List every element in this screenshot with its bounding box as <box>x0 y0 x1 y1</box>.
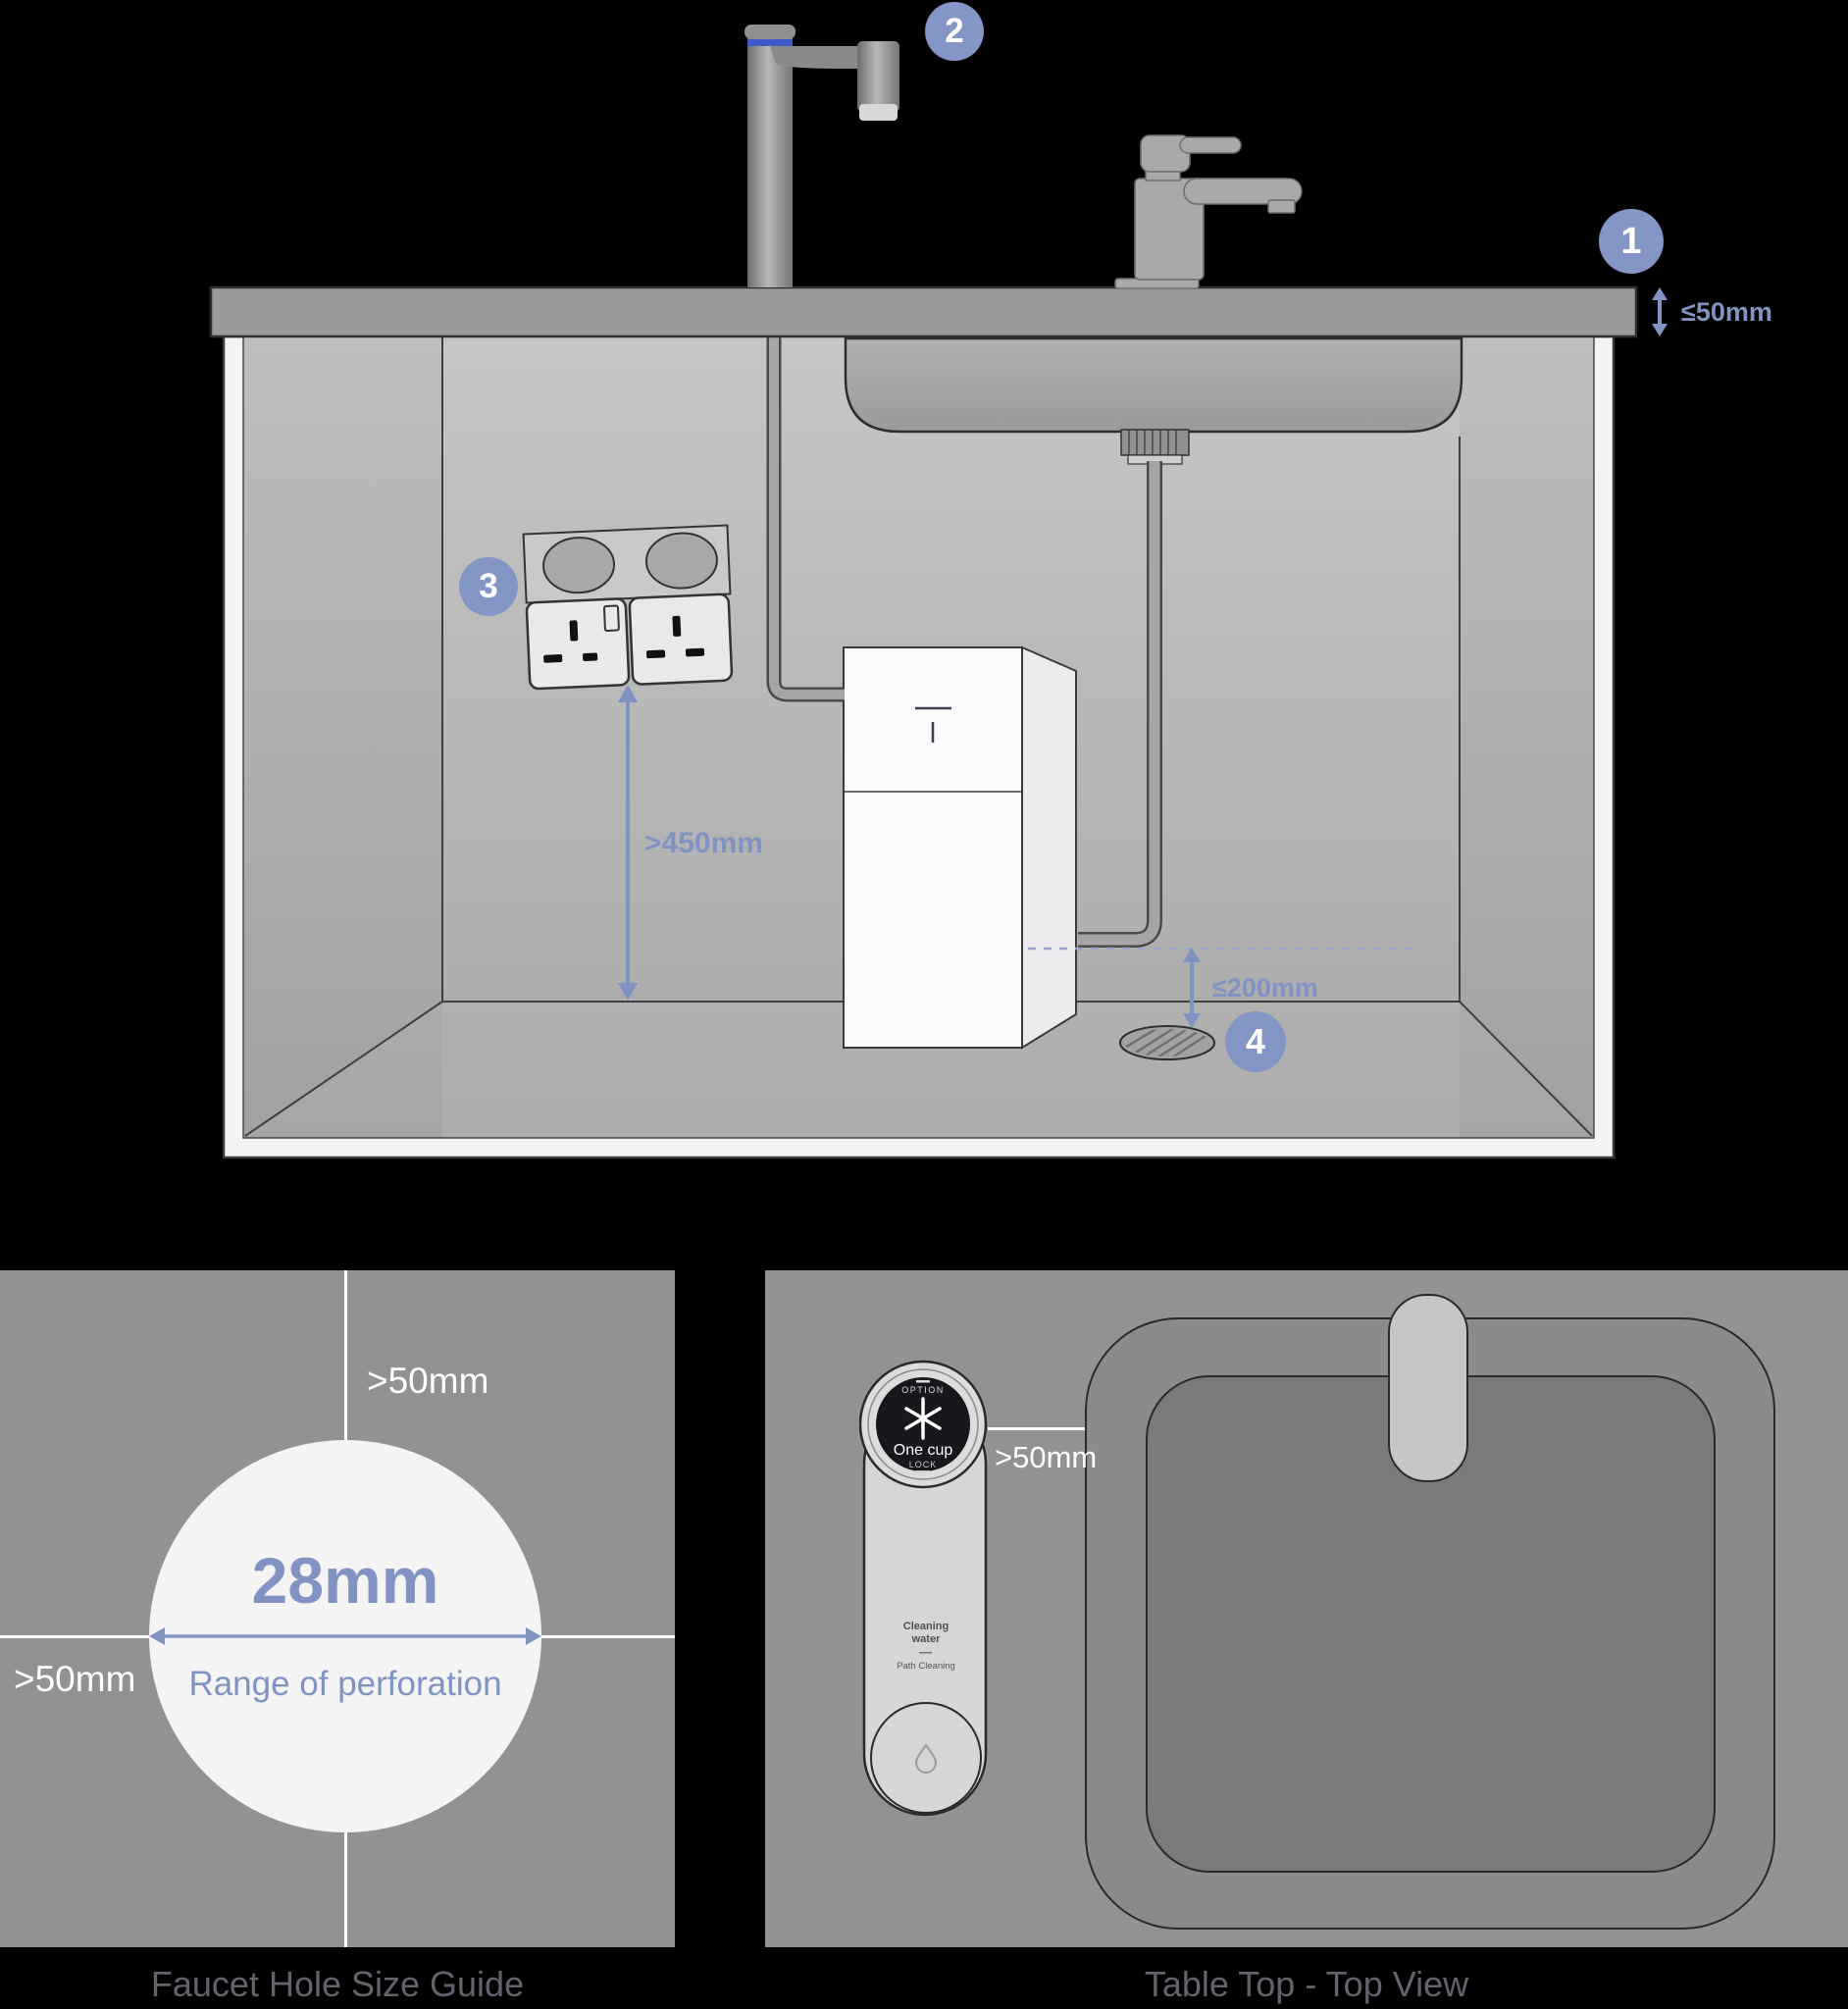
callout-1: 1 <box>1599 209 1664 274</box>
counter-thickness-arrow <box>1652 287 1668 336</box>
top-margin-label: >50mm <box>367 1361 489 1401</box>
guide-line-right <box>541 1635 675 1638</box>
body-cleaning-water-label: Cleaning water <box>902 1621 950 1645</box>
guide-line-left <box>0 1635 149 1638</box>
countertop <box>209 285 1638 338</box>
hole-guide-panel: >50mm >50mm 28mm Range of perforation <box>0 1270 675 1947</box>
purifier-unit <box>843 645 1077 1050</box>
guide-line-bottom <box>344 1832 347 1947</box>
smart-faucet <box>744 25 899 287</box>
callout-4: 4 <box>1225 1011 1286 1072</box>
faucet-top-view <box>859 1360 988 1817</box>
drain-pipe <box>1078 461 1162 948</box>
hole-guide-caption: Faucet Hole Size Guide <box>150 1964 525 2004</box>
dial-option-label: OPTION <box>901 1385 945 1395</box>
sink-drain-fitting <box>1120 429 1190 465</box>
callout-3: 3 <box>459 557 518 616</box>
drain-clearance-label: ≤200mm <box>1212 973 1318 1003</box>
outlet-height-arrow <box>618 685 638 1001</box>
clearance-label: >50mm <box>995 1440 1098 1474</box>
body-path-cleaning-label: Path Cleaning <box>897 1661 955 1672</box>
droplet-icon <box>914 1743 938 1774</box>
top-view-panel: >50mm OPTION One cup LOCK Cleaning <box>765 1270 1848 1947</box>
range-of-perforation-label: Range of perforation <box>188 1665 502 1703</box>
sink-basin <box>844 336 1463 434</box>
regular-faucet <box>1114 134 1303 289</box>
callout-2: 2 <box>925 2 984 61</box>
guide-line-top <box>344 1270 347 1440</box>
top-view-caption: Table Top - Top View <box>1144 1964 1469 2004</box>
cabinet-cross-section <box>209 25 1668 1159</box>
faucet-supply-pipe <box>766 336 845 702</box>
asterisk-icon <box>904 1397 942 1440</box>
outlet-height-label: >450mm <box>644 827 763 859</box>
diameter-value: 28mm <box>251 1544 439 1617</box>
sink-faucet-tab <box>1388 1294 1468 1482</box>
dial-lock-label: LOCK <box>908 1460 938 1469</box>
dial-one-cup-label: One cup <box>893 1442 953 1459</box>
floor-drain <box>1119 1025 1215 1060</box>
counter-thickness-label: ≤50mm <box>1681 297 1772 327</box>
drain-clearance-arrow <box>1183 948 1201 1028</box>
power-outlet <box>522 524 734 691</box>
clearance-line <box>988 1427 1085 1430</box>
diameter-arrow <box>149 1627 541 1645</box>
side-margin-label: >50mm <box>14 1659 136 1699</box>
